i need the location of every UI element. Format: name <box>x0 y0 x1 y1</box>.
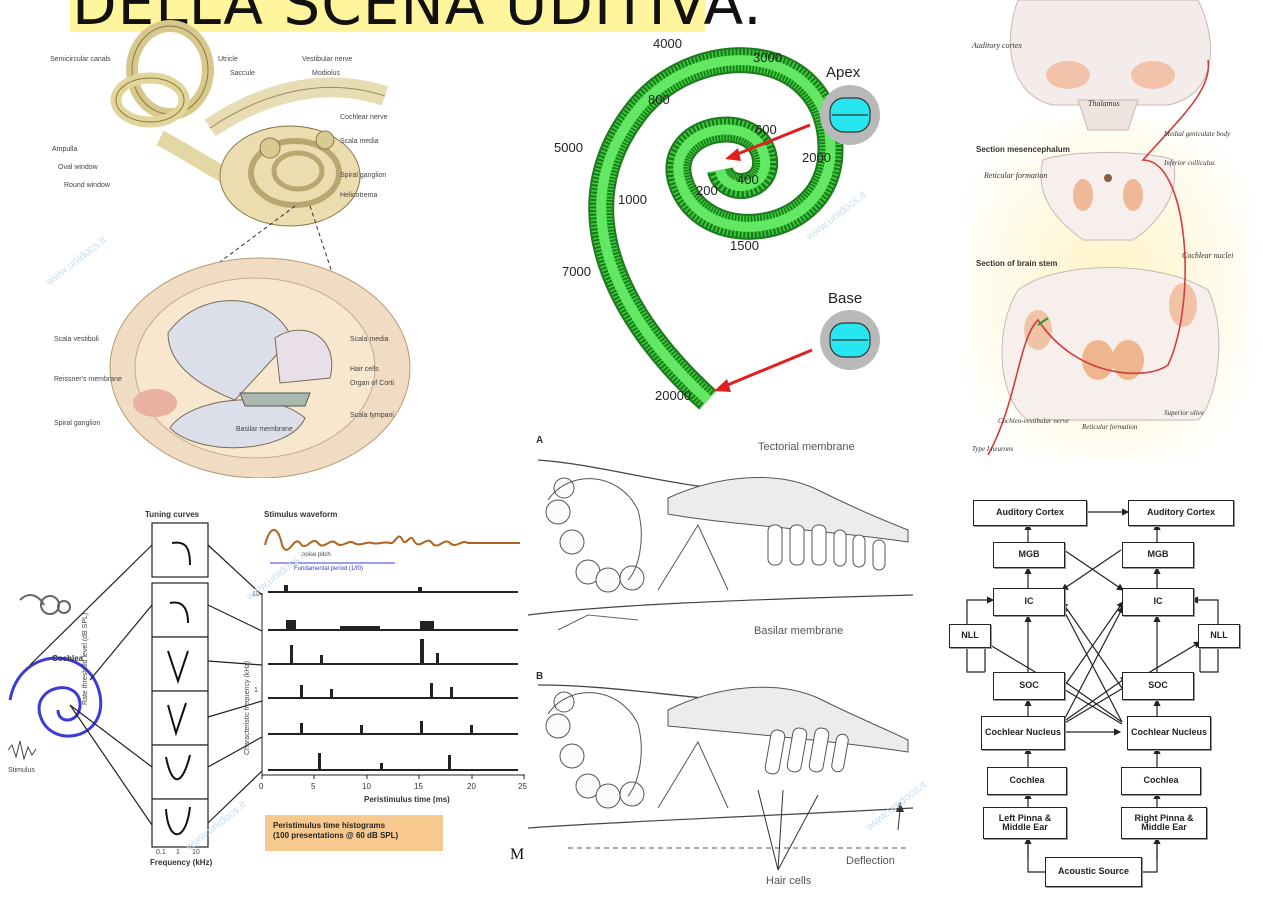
label-scala-vestibuli: Scala vestibuli <box>54 336 99 343</box>
label-hair-cells-section: Hair cells <box>350 366 379 373</box>
organ-of-corti-illustration <box>528 430 923 895</box>
label-semicircular-canals: Semicircular canals <box>50 56 111 63</box>
label-helicotrema: Helicotrema <box>340 192 377 199</box>
freq-label-2000: 2000 <box>802 150 831 165</box>
time-tick-25: 25 <box>518 783 527 791</box>
label-organ-of-corti: Organ of Corti <box>350 380 394 387</box>
box-right-nll: NLL <box>1198 624 1240 648</box>
time-tick-10: 10 <box>362 783 371 791</box>
label-cochleo-vestibular-nerve: Cochleo-vestibular nerve <box>998 418 1069 425</box>
freq-label-1000: 1000 <box>618 192 647 207</box>
basilar-membrane-label: Basilar membrane <box>754 626 843 637</box>
base-label: Base <box>828 290 862 307</box>
brain-sections-illustration <box>968 0 1250 462</box>
box-right-pinna: Right Pinna & Middle Ear <box>1121 807 1207 839</box>
box-left-soc: SOC <box>993 672 1065 700</box>
hair-cells-label: Hair cells <box>766 876 811 887</box>
label-saccule: Saccule <box>230 70 255 77</box>
cochlea-spiral <box>540 30 910 420</box>
label-thalamus: Thalamus <box>1088 100 1120 108</box>
label-spiral-ganglion-section: Spiral ganglion <box>54 420 100 427</box>
box-left-nll: NLL <box>949 624 991 648</box>
label-section-brain-stem: Section of brain stem <box>976 260 1057 268</box>
pst-caption-line-2: (100 presentations @ 60 dB SPL) <box>273 831 435 841</box>
time-tick-0: 0 <box>259 783 263 791</box>
label-type-1-neurons: Type I neurons <box>972 446 1013 453</box>
freq-label-800: 800 <box>648 92 670 107</box>
label-superior-olive: Superior olive <box>1164 410 1204 417</box>
box-right-ic: IC <box>1122 588 1194 616</box>
freq-label-20000: 20000 <box>655 388 691 403</box>
label-modiolus: Modiolus <box>312 70 340 77</box>
freq-tick-0-1: 0.1 <box>156 849 166 856</box>
box-right-soc: SOC <box>1122 672 1194 700</box>
box-acoustic-source: Acoustic Source <box>1045 857 1142 887</box>
label-oval-window: Oval window <box>58 164 98 171</box>
cochlea-frequency-map: 4000 3000 800 600 5000 2000 1000 200 400… <box>540 30 910 420</box>
box-right-mgb: MGB <box>1122 542 1194 568</box>
tuning-curves-title: Tuning curves <box>145 511 199 519</box>
frequency-axis-label: Frequency (kHz) <box>150 859 212 867</box>
cf-tick-1: 1 <box>254 687 258 694</box>
box-left-ic: IC <box>993 588 1065 616</box>
label-ampulla: Ampulla <box>52 146 77 153</box>
label-reticular-formation-upper: Reticular formation <box>984 172 1047 180</box>
stimulus-waveform-title: Stimulus waveform <box>264 511 337 519</box>
time-tick-20: 20 <box>467 783 476 791</box>
freq-label-600: 600 <box>755 122 777 137</box>
panel-b-label: B <box>536 672 543 682</box>
box-right-cochlea: Cochlea <box>1121 767 1201 795</box>
label-reticular-formation-lower: Reticular formation <box>1082 424 1137 431</box>
label-spiral-ganglion: Spiral ganglion <box>340 172 386 179</box>
label-inferior-colliculus: Inferior colliculus <box>1164 160 1215 167</box>
box-right-auditory-cortex: Auditory Cortex <box>1128 500 1234 526</box>
label-medial-geniculate: Medial geniculate body <box>1164 131 1230 138</box>
fundamental-period-label: Fundamental period (1/f0) <box>294 566 363 572</box>
label-scala-media-section: Scala media <box>350 336 389 343</box>
auditory-pathway-panel: Auditory cortex Thalamus Medial genicula… <box>968 0 1250 462</box>
time-tick-15: 15 <box>414 783 423 791</box>
organ-of-corti-panel: A B Tectorial membrane Basilar membrane … <box>528 430 923 895</box>
label-reissners-membrane: Reissner's membrane <box>54 376 122 383</box>
freq-tick-1: 1 <box>176 849 180 856</box>
pst-caption-line-1: Peristimulus time histograms <box>273 821 435 831</box>
freq-label-3000: 3000 <box>753 50 782 65</box>
peristimulus-time-axis-label: Peristimulus time (ms) <box>364 796 450 804</box>
cochlea-label: Cochlea <box>52 655 83 663</box>
characteristic-frequency-axis-label: Characteristic frequency (kHz) <box>244 661 251 755</box>
deflection-label: Deflection <box>846 856 895 867</box>
label-section-mesencephalum: Section mesencephalum <box>976 146 1070 154</box>
box-left-pinna: Left Pinna & Middle Ear <box>983 807 1067 839</box>
box-left-mgb: MGB <box>993 542 1065 568</box>
box-left-cochlear-nucleus: Cochlear Nucleus <box>981 716 1065 750</box>
label-cochlear-nerve: Cochlear nerve <box>340 114 387 121</box>
label-scala-media: Scala media <box>340 138 379 145</box>
tectorial-membrane-label: Tectorial membrane <box>758 442 855 453</box>
margin-letter: M <box>510 846 524 864</box>
panel-a-label: A <box>536 436 543 446</box>
box-right-cochlear-nucleus: Cochlear Nucleus <box>1127 716 1211 750</box>
time-tick-5: 5 <box>311 783 315 791</box>
box-left-cochlea: Cochlea <box>987 767 1067 795</box>
freq-label-7000: 7000 <box>562 264 591 279</box>
label-auditory-cortex: Auditory cortex <box>972 42 1022 50</box>
freq-label-400: 400 <box>737 172 759 187</box>
pst-caption-box: Peristimulus time histograms (100 presen… <box>265 815 443 851</box>
freq-label-4000: 4000 <box>653 36 682 51</box>
label-utricle: Utricle <box>218 56 238 63</box>
label-vestibular-nerve: Vestibular nerve <box>302 56 352 63</box>
box-left-auditory-cortex: Auditory Cortex <box>973 500 1087 526</box>
label-basilar-membrane-section: Basilar membrane <box>236 426 293 433</box>
tuning-curves-panel: Tuning curves Stimulus waveform noise pi… <box>0 505 530 895</box>
label-round-window: Round window <box>64 182 110 189</box>
freq-label-1500: 1500 <box>730 238 759 253</box>
label-cochlear-nuclei: Cochlear nuclei <box>1182 252 1233 260</box>
rate-threshold-axis-label: Rate threshold level (dB SPL) <box>82 613 89 705</box>
apex-label: Apex <box>826 64 860 81</box>
freq-label-5000: 5000 <box>554 140 583 155</box>
freq-label-200: 200 <box>696 183 718 198</box>
stimulus-label: Stimulus <box>8 767 35 774</box>
label-scala-tympani: Scala tympani <box>350 412 394 419</box>
pathway-flowchart: Auditory Cortex Auditory Cortex MGB MGB … <box>945 492 1250 894</box>
